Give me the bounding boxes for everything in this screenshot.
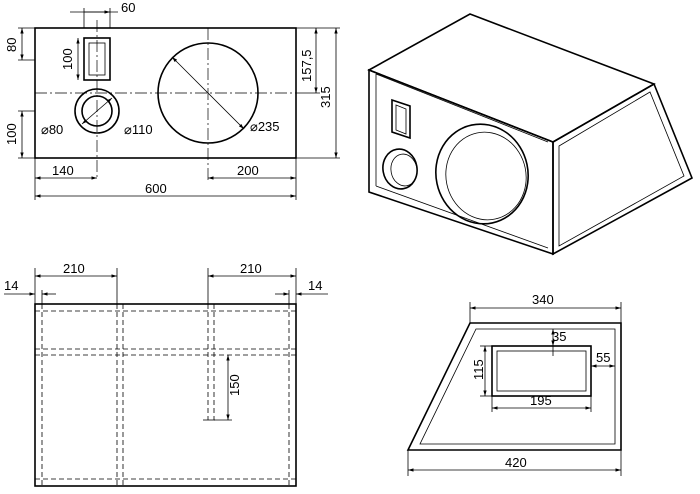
dim-port-195: 195 <box>530 393 552 408</box>
side-panel-outline <box>406 322 622 451</box>
dim-dia-80: ⌀80 <box>41 122 63 137</box>
top-panel-outline <box>34 303 297 487</box>
dim-total-width: 600 <box>145 181 167 196</box>
iso-port <box>391 98 411 140</box>
dim-port-115: 115 <box>471 359 486 380</box>
side-port-opening <box>491 345 592 397</box>
dim-port-height: 100 <box>60 48 75 70</box>
box-front-face <box>368 68 554 256</box>
iso-speaker-cutout <box>435 123 529 225</box>
isometric-view <box>367 13 694 256</box>
side-panel-inner <box>419 328 616 445</box>
dim-slot-150: 150 <box>227 374 242 396</box>
dim-bottom-420: 420 <box>505 455 527 470</box>
large-dia-line <box>171 56 245 130</box>
small-cutout-outer <box>74 88 120 134</box>
dim-dia-110: ⌀110 <box>124 122 153 137</box>
dim-total-height: 315 <box>318 86 333 108</box>
dim-sub-center: 157,5 <box>299 49 314 82</box>
box-side-inner <box>558 91 685 247</box>
speaker-cutout <box>157 42 259 144</box>
dim-port-55: 55 <box>596 350 610 365</box>
box-side-face <box>552 82 694 256</box>
dim-large-right: 200 <box>237 163 259 178</box>
dim-port-top: 80 <box>4 38 19 52</box>
box-top-face <box>367 13 656 143</box>
dim-right-14: 14 <box>308 278 322 293</box>
side-view: 340 420 115 195 35 55 <box>406 292 622 476</box>
front-view: 60 80 100 100 315 157,5 140 200 600 ⌀80 … <box>4 0 340 200</box>
dim-small-left: 140 <box>52 163 74 178</box>
dim-port-35: 35 <box>552 329 566 344</box>
top-view: 210 210 14 14 150 <box>4 261 328 487</box>
dim-left-14: 14 <box>4 278 18 293</box>
dim-right-210: 210 <box>240 261 262 276</box>
side-port-inner <box>496 350 587 392</box>
dim-port-width: 60 <box>121 0 135 15</box>
dim-small-bottom: 100 <box>4 123 19 145</box>
small-dia-line <box>81 97 113 125</box>
dim-dia-235: ⌀235 <box>250 119 280 134</box>
dim-top-340: 340 <box>532 292 554 307</box>
dim-left-210: 210 <box>63 261 85 276</box>
